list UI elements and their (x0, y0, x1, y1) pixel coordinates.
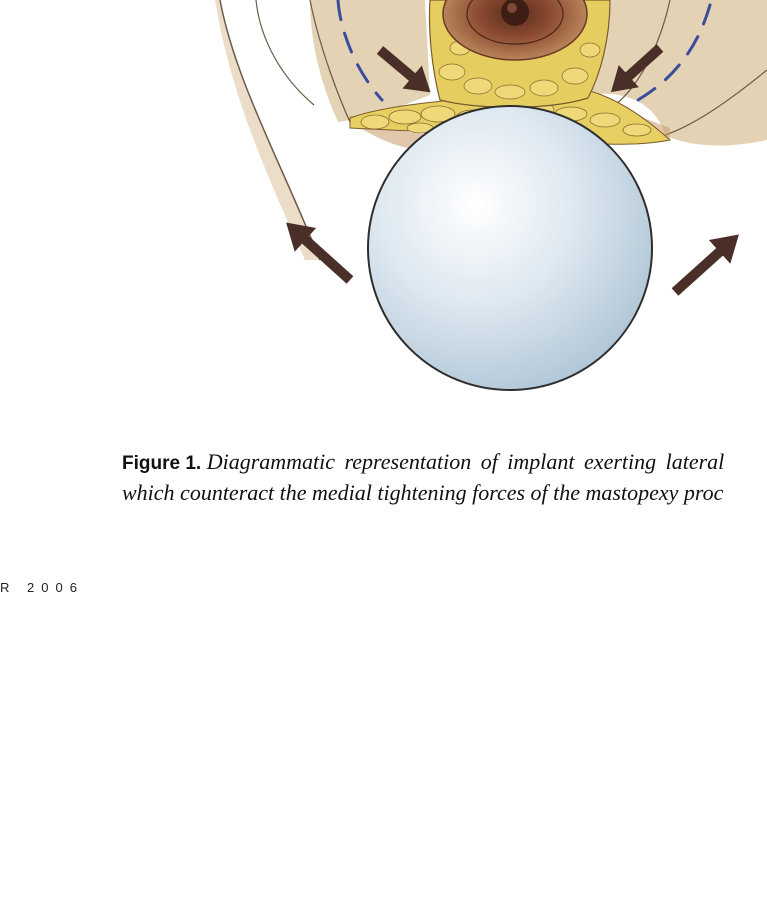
figure-illustration (20, 0, 767, 410)
implant (368, 106, 652, 390)
caption-label: Figure 1. (122, 453, 201, 474)
breast-mound (429, 0, 610, 107)
figure-caption: Figure 1. Diagrammatic representation of… (122, 447, 767, 507)
caption-line-2: which counteract the medial tightening f… (122, 478, 767, 507)
caption-line-1: Figure 1. Diagrammatic representation of… (122, 447, 767, 478)
caption-text-1: Diagrammatic representation of implant e… (207, 449, 725, 474)
page-footer: R 2006 (0, 580, 84, 595)
